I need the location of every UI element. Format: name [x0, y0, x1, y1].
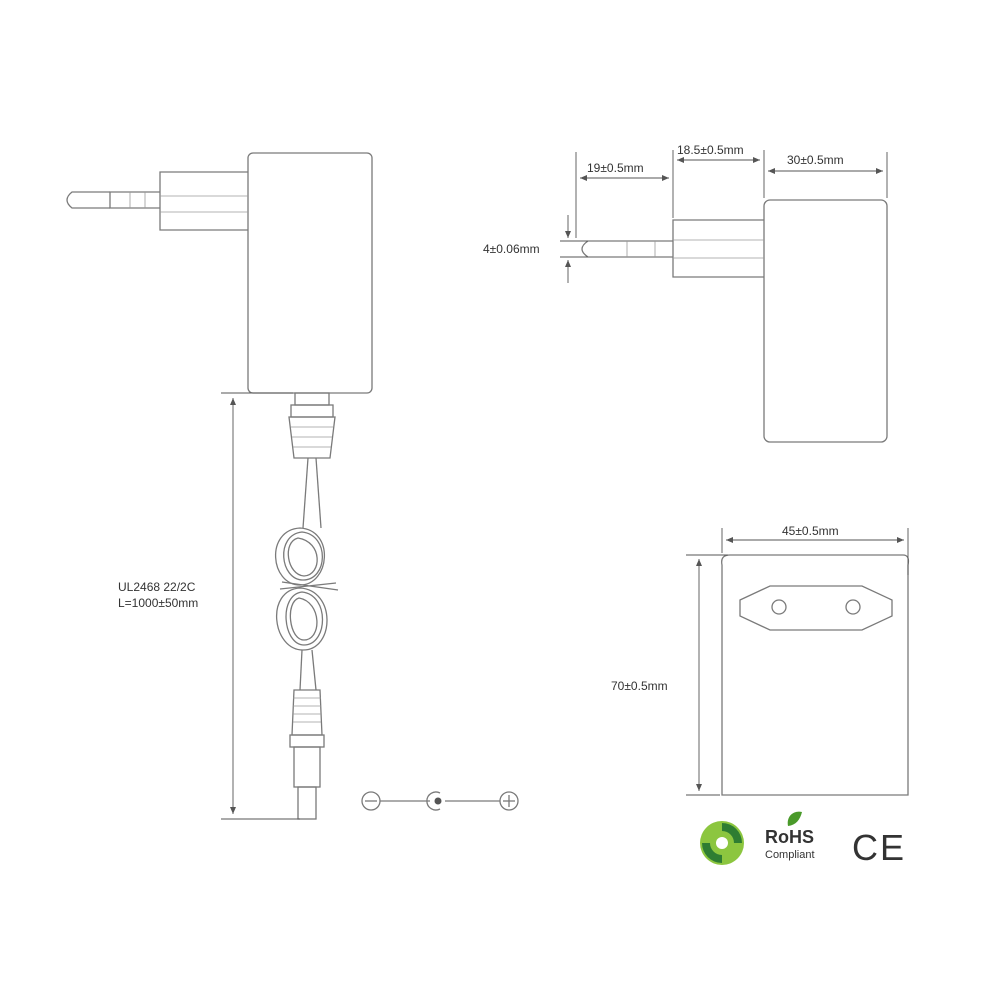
- rohs-subtitle: Compliant: [765, 849, 815, 861]
- body-depth-dim: 30±0.5mm: [787, 153, 844, 167]
- strain-relief: [288, 416, 336, 459]
- polarity-diagram: [361, 791, 519, 811]
- plug-base-dim: 18.5±0.5mm: [677, 143, 744, 157]
- rohs-title: RoHS: [765, 827, 814, 847]
- cable: [275, 457, 339, 691]
- center-pin-icon: [426, 791, 441, 811]
- side-pin: [581, 240, 673, 258]
- side-body: [763, 199, 888, 443]
- front-face-view: 45±0.5mm 70±0.5mm: [611, 524, 910, 796]
- green-dot-logo: [700, 821, 744, 865]
- height-dim: 70±0.5mm: [611, 679, 668, 693]
- positive-icon: [499, 791, 519, 811]
- front-body: [721, 554, 910, 796]
- pin-hole-right: [845, 599, 861, 615]
- adapter-body: [247, 152, 373, 394]
- prong-length-dim: 19±0.5mm: [587, 161, 644, 175]
- rohs-logo: RoHS Compliant: [765, 811, 815, 861]
- plug-base: [159, 171, 248, 231]
- side-dimension-view: 19±0.5mm 18.5±0.5mm 30±0.5mm 4±0.06mm: [483, 143, 888, 443]
- plug-pin: [109, 191, 160, 209]
- cable-type-label: UL2468 22/2C: [118, 580, 196, 594]
- adapter-side-view: UL2468 22/2C L=1000±50mm: [66, 152, 373, 820]
- ce-mark: CE: [852, 827, 906, 868]
- prong-diameter-dim: 4±0.06mm: [483, 242, 540, 256]
- socket-outline: [739, 585, 893, 631]
- dc-plug: [289, 689, 325, 820]
- pin-hole-left: [771, 599, 787, 615]
- ce-mark-text: CE: [852, 827, 906, 868]
- side-plug-base: [672, 219, 764, 278]
- cable-length-label: L=1000±50mm: [118, 596, 198, 610]
- width-dim: 45±0.5mm: [782, 524, 839, 538]
